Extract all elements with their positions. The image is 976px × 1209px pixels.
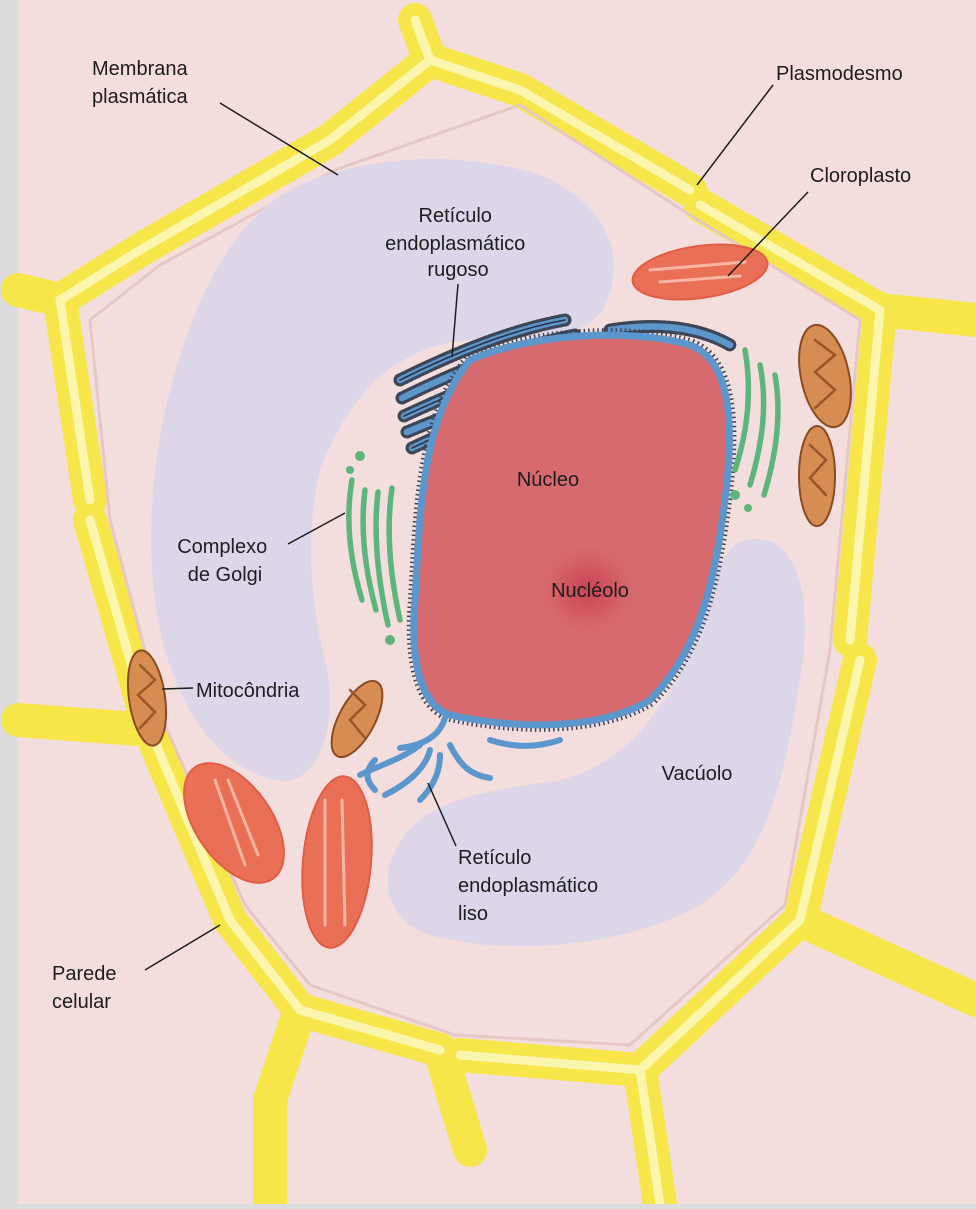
- label-vacuolo: Vacúolo: [662, 763, 733, 785]
- label-plasmodesmo: Plasmodesmo: [776, 63, 903, 85]
- mitocondria-leader: [162, 688, 193, 689]
- label-mitocondria: Mitocôndria: [196, 680, 300, 702]
- label-nucleo: Núcleo: [517, 469, 579, 491]
- label-nucleolo: Nucléolo: [551, 580, 629, 602]
- mitochondrion: [799, 426, 835, 526]
- label-cloroplasto: Cloroplasto: [810, 165, 911, 187]
